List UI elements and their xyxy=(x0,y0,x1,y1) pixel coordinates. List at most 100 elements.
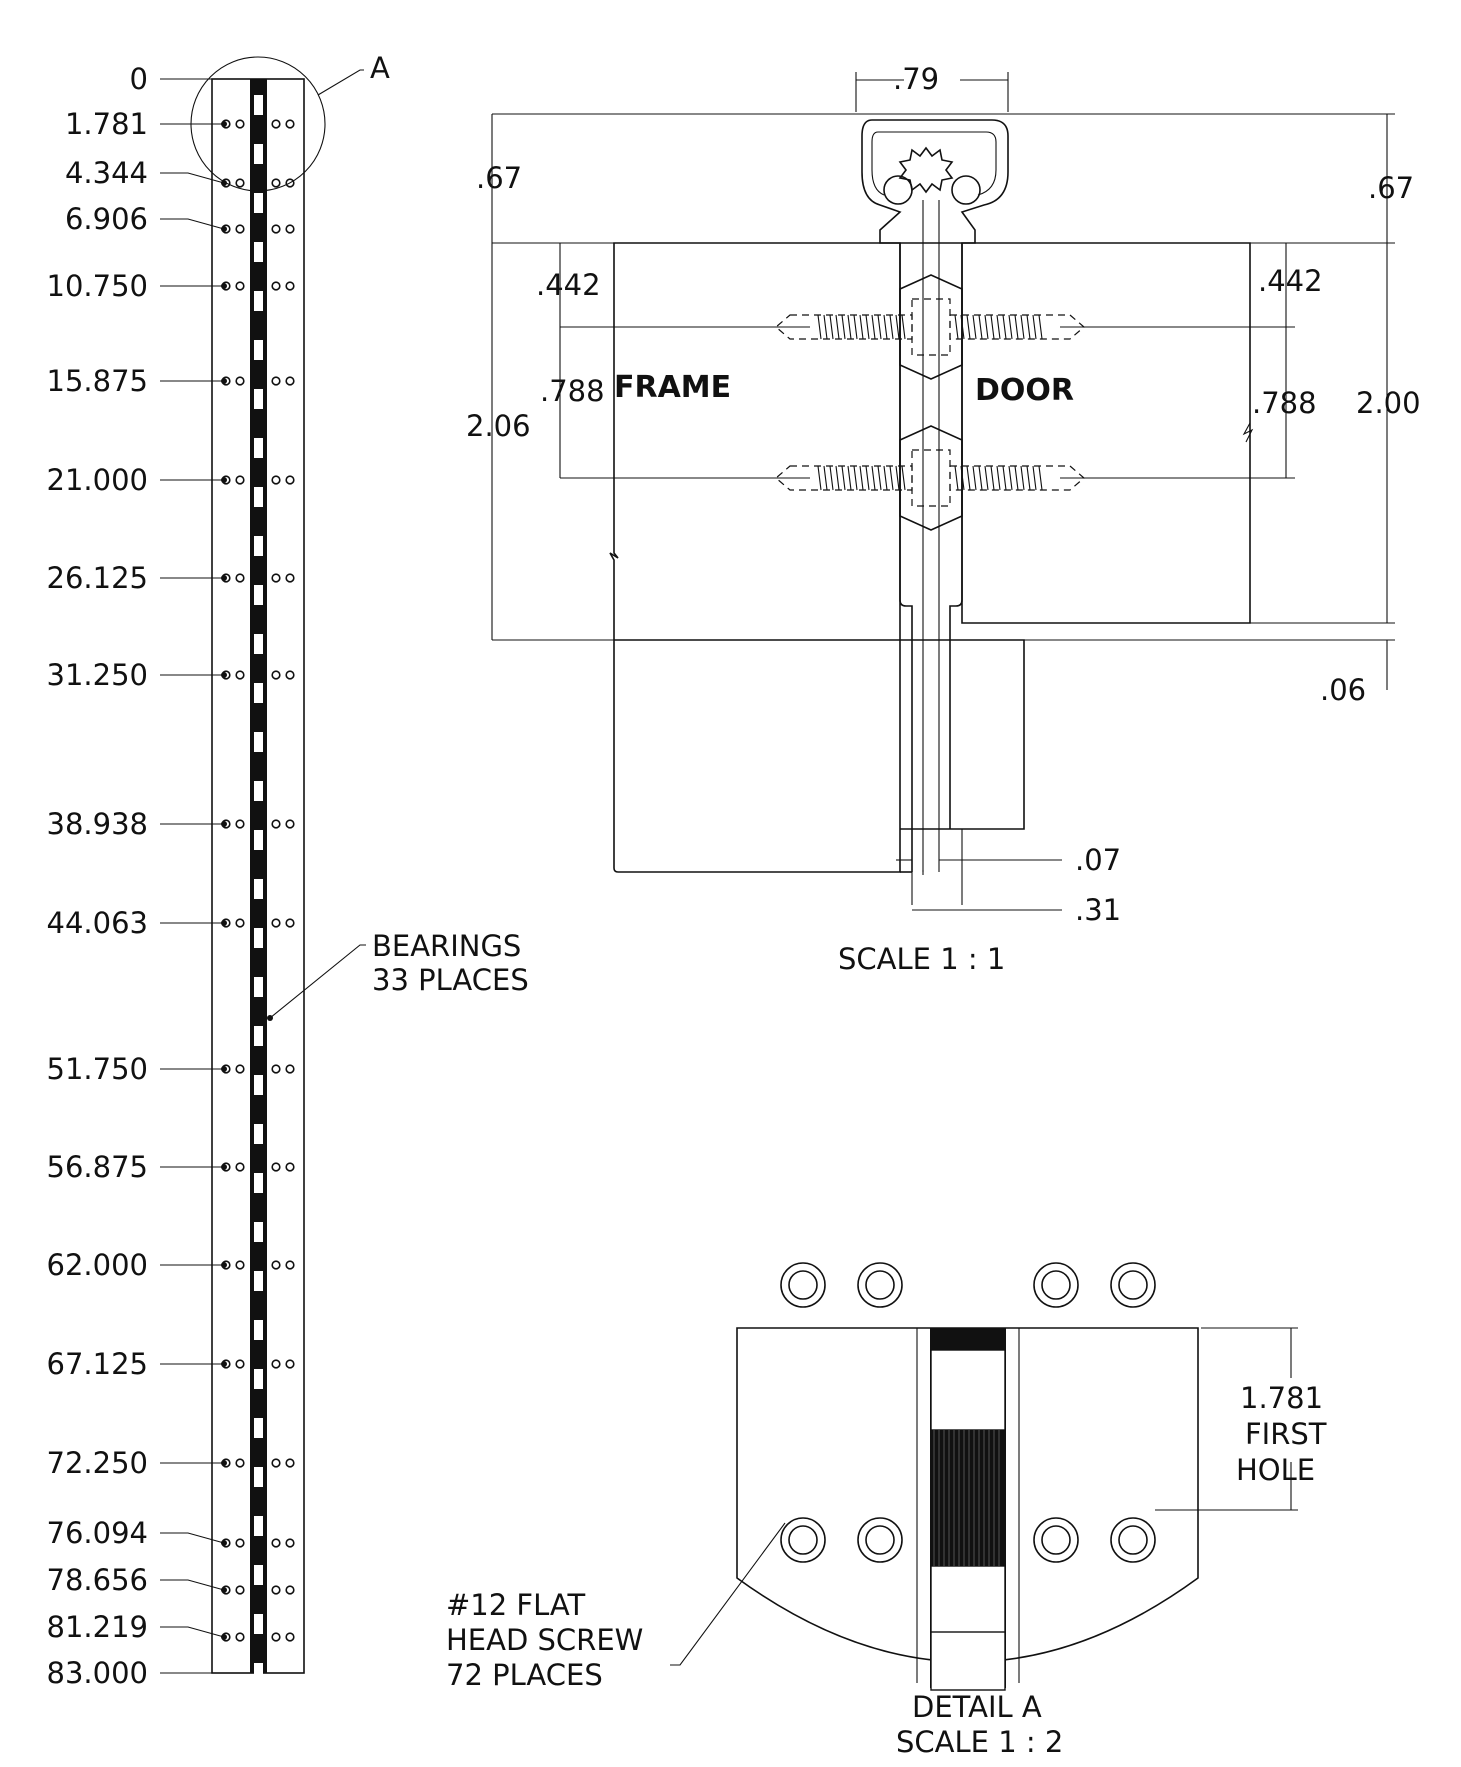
detail-hole-inner xyxy=(788,1525,818,1555)
bearing-mark xyxy=(254,634,263,654)
screw-note-line-3: 72 PLACES xyxy=(446,1658,603,1692)
dim-right-total: 2.00 xyxy=(1356,386,1421,420)
dimension-lines xyxy=(491,72,1395,911)
screw-hole xyxy=(285,224,295,234)
leader-dot xyxy=(221,821,227,827)
leader-dot xyxy=(221,378,227,384)
leader-dot xyxy=(221,1164,227,1170)
station-label: 31.250 xyxy=(47,658,148,692)
screw-hole xyxy=(285,670,295,680)
screw-hole xyxy=(235,178,245,188)
screw-hole xyxy=(271,475,281,485)
hinge-cover-inner xyxy=(871,131,997,196)
station-label: 67.125 xyxy=(47,1347,148,1381)
screw-hole xyxy=(285,475,295,485)
screw-hole xyxy=(285,1632,295,1642)
screw-hole xyxy=(235,281,245,291)
dim-right-spacing: .788 xyxy=(1252,386,1317,420)
leader-dot xyxy=(221,180,227,186)
station-leaders xyxy=(160,78,227,1674)
screw-note-line-1: #12 FLAT xyxy=(446,1588,586,1622)
screw-hole xyxy=(271,1458,281,1468)
dim-bottom-gap: .06 xyxy=(1320,673,1366,707)
bearing-mark xyxy=(254,1516,263,1536)
station-label: 76.094 xyxy=(47,1516,148,1550)
bearing-mark xyxy=(254,487,263,507)
detail-hole-inner xyxy=(1118,1270,1148,1300)
hinge-cover-profile xyxy=(861,119,1009,244)
bearing-mark xyxy=(254,1663,263,1683)
detail-title: DETAIL A xyxy=(912,1690,1042,1724)
screw-hole xyxy=(285,376,295,386)
bearing-mark xyxy=(254,291,263,311)
bearings-leader-dot xyxy=(267,1015,273,1021)
screw-hole xyxy=(235,1632,245,1642)
station-leader xyxy=(160,1626,225,1638)
screw-hole xyxy=(271,1064,281,1074)
bearing-mark xyxy=(254,1026,263,1046)
screw-hole xyxy=(285,1064,295,1074)
bearings-note-line-1: BEARINGS xyxy=(372,929,521,963)
bearing-mark xyxy=(254,340,263,360)
strip-holes-and-bearings xyxy=(221,95,295,1683)
screw-center-boss xyxy=(899,425,963,531)
screw-hole xyxy=(271,1260,281,1270)
frame-lower-leaf xyxy=(614,639,1025,830)
station-label: 10.750 xyxy=(47,269,148,303)
screw-hole xyxy=(235,376,245,386)
station-label: 4.344 xyxy=(65,156,148,190)
bearing-mark xyxy=(254,1075,263,1095)
screw-hole xyxy=(235,819,245,829)
screw-hole xyxy=(285,1260,295,1270)
bearings-leader xyxy=(269,944,366,1019)
bearing-mark xyxy=(254,928,263,948)
screw-hole xyxy=(235,119,245,129)
section-view: .79 .67 .67 .442 .442 .788 .788 2.06 2.0… xyxy=(466,62,1421,976)
bearing-mark xyxy=(254,1565,263,1585)
first-hole-line-2: FIRST xyxy=(1245,1417,1327,1451)
leader-dot xyxy=(221,1066,227,1072)
detail-bearing-1 xyxy=(930,1349,1006,1431)
bearing-mark xyxy=(254,1271,263,1291)
screw-hole xyxy=(271,573,281,583)
dim-left-offset: .442 xyxy=(536,268,601,302)
bearing-mark xyxy=(254,242,263,262)
screw-hole xyxy=(235,670,245,680)
screw-hole xyxy=(271,178,281,188)
dim-leaf-width: .31 xyxy=(1075,893,1121,927)
station-label: 21.000 xyxy=(47,463,148,497)
gear-center xyxy=(898,146,954,194)
station-leader xyxy=(160,172,225,184)
screw-hole xyxy=(285,119,295,129)
station-leader xyxy=(160,218,225,230)
bearing-mark xyxy=(254,1614,263,1634)
station-label: 78.656 xyxy=(47,1563,148,1597)
station-label: 15.875 xyxy=(47,364,148,398)
leader-dot xyxy=(221,672,227,678)
station-label: 81.219 xyxy=(47,1610,148,1644)
bearing-mark xyxy=(254,389,263,409)
dim-top-width: .79 xyxy=(893,62,939,96)
detail-hole-outer xyxy=(857,1262,903,1308)
screw-hole xyxy=(271,1359,281,1369)
station-leader xyxy=(160,1579,225,1591)
detail-hole-inner xyxy=(1041,1525,1071,1555)
screw-hole xyxy=(285,1162,295,1172)
leader-dot xyxy=(221,477,227,483)
detail-hole-outer xyxy=(1110,1262,1156,1308)
dim-left-total: 2.06 xyxy=(466,409,531,443)
detail-hole-outer xyxy=(1110,1517,1156,1563)
detail-hole-inner xyxy=(788,1270,818,1300)
hinge-leaf-right xyxy=(949,243,963,829)
bearing-mark xyxy=(254,1222,263,1242)
bearing-mark xyxy=(254,732,263,752)
station-label: 0 xyxy=(130,62,148,96)
screw-hole xyxy=(271,281,281,291)
station-label: 1.781 xyxy=(65,107,148,141)
station-label: 38.938 xyxy=(47,807,148,841)
hinge-leaf-left xyxy=(899,243,913,872)
gear-right xyxy=(951,175,981,205)
station-label: 26.125 xyxy=(47,561,148,595)
leader-dot xyxy=(221,226,227,232)
door-label: DOOR xyxy=(975,373,1074,408)
